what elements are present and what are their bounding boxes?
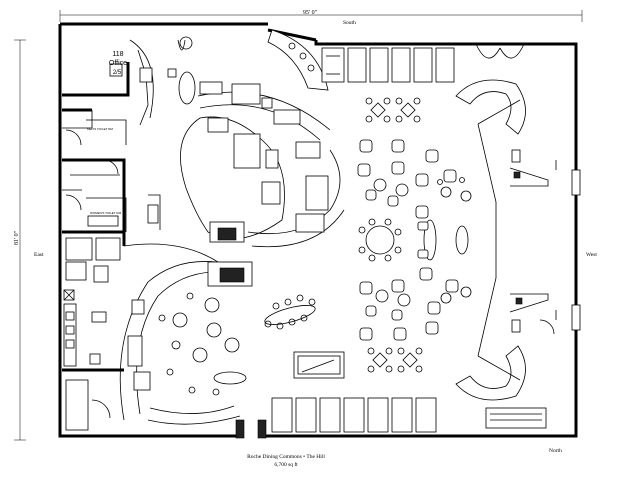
left-dimension-label: 81' 0" bbox=[14, 230, 20, 245]
lower-dining-tables bbox=[158, 292, 240, 396]
pool-table bbox=[293, 351, 345, 379]
upper-servery bbox=[167, 36, 331, 211]
west-architecture bbox=[455, 79, 557, 401]
restrooms bbox=[62, 108, 127, 232]
south-booths bbox=[321, 43, 525, 83]
east-label: East bbox=[34, 252, 44, 258]
lounge-seating bbox=[357, 139, 472, 341]
south-counter bbox=[267, 29, 329, 91]
dimension-lines bbox=[14, 10, 583, 441]
large-round-table bbox=[358, 218, 402, 262]
sofa-group bbox=[417, 219, 469, 261]
office-name: Office bbox=[109, 60, 127, 67]
lower-servery bbox=[119, 243, 253, 425]
central-island bbox=[180, 116, 345, 248]
four-top-tables bbox=[365, 97, 423, 373]
north-label: North bbox=[549, 448, 562, 454]
oval-table bbox=[264, 294, 316, 330]
womens-toilet-label: WOMEN'S TOILET RM bbox=[90, 211, 122, 215]
south-label: South bbox=[343, 20, 356, 26]
exterior-walls bbox=[58, 22, 581, 439]
west-label: West bbox=[586, 252, 597, 258]
office-118 bbox=[62, 39, 154, 126]
kitchen-area bbox=[62, 194, 161, 431]
top-dimension-label: 95' 0" bbox=[303, 10, 318, 16]
office-number: 118 bbox=[112, 51, 123, 58]
caption-area: 6,700 sq ft bbox=[274, 461, 298, 468]
mens-toilet-label: MEN'S TOILET RM bbox=[87, 127, 113, 131]
office-seats: 2/5 bbox=[113, 70, 122, 76]
north-booths bbox=[271, 397, 547, 433]
caption-title: Roche Dining Commons • The Hill bbox=[247, 454, 325, 460]
